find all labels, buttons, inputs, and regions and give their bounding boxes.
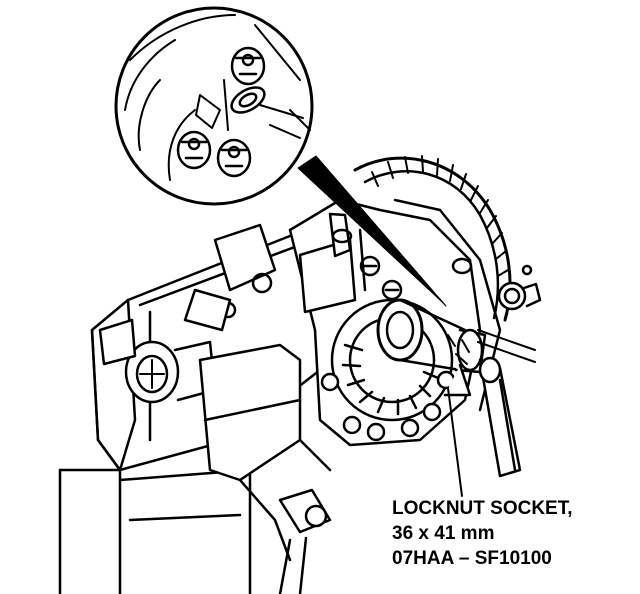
right-bolt bbox=[451, 257, 542, 311]
left-stud-boss bbox=[98, 318, 217, 404]
label-line-2: 36 x 41 mm bbox=[392, 523, 495, 544]
support-arm bbox=[198, 343, 332, 594]
detail-magnifier bbox=[114, 6, 314, 206]
label-line-3: 07HAA – SF10100 bbox=[392, 548, 552, 569]
socket-leader-line bbox=[447, 387, 463, 497]
detail-leader bbox=[297, 155, 447, 307]
label-line-1: LOCKNUT SOCKET, bbox=[392, 498, 573, 519]
right-support-leg bbox=[478, 356, 522, 478]
locknut-socket-label: LOCKNUT SOCKET, 36 x 41 mm 07HAA – SF101… bbox=[392, 496, 632, 571]
locknut-socket bbox=[376, 298, 536, 397]
